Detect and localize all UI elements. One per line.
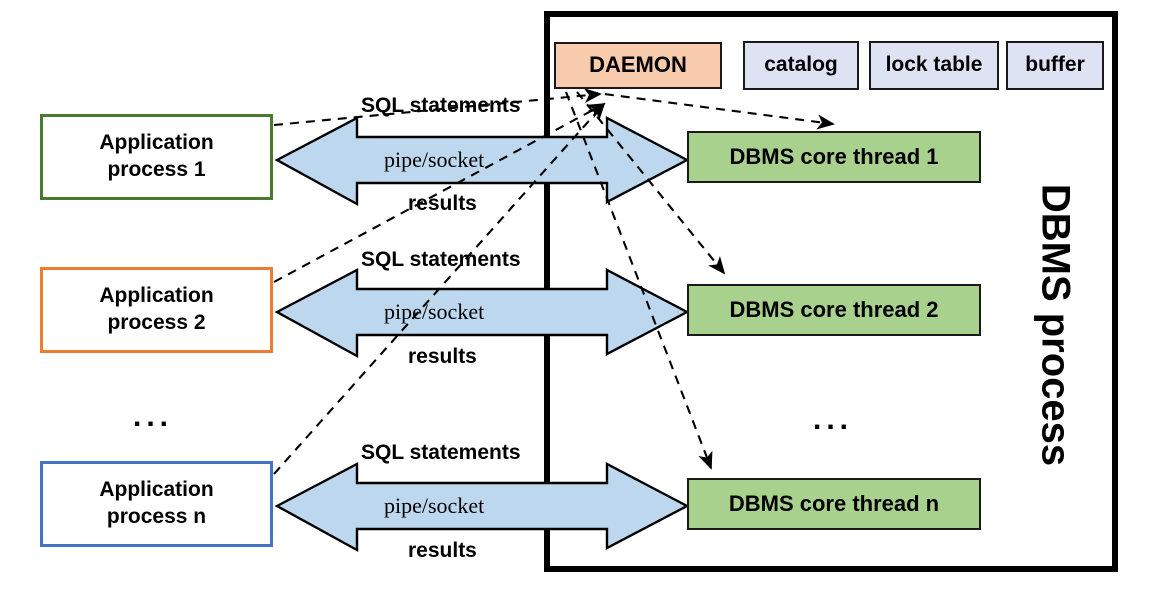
dashed-daemon-to-thread1 — [588, 90, 835, 130]
buffer-box[interactable]: buffer — [1006, 41, 1104, 90]
channel-1-sql-label: SQL statements — [361, 94, 521, 117]
channel-2-pipe-label: pipe/socket — [384, 299, 485, 324]
buffer-label: buffer — [1025, 53, 1085, 77]
core-thread-ellipsis: ... — [813, 403, 854, 436]
daemon-box[interactable]: DAEMON — [554, 42, 722, 89]
channel-n-pipe-label: pipe/socket — [384, 493, 485, 518]
dashed-appn-to-daemon — [273, 102, 606, 475]
dbms-core-thread-1-label: DBMS core thread 1 — [729, 143, 939, 169]
dbms-core-thread-n-label: DBMS core thread n — [728, 490, 940, 516]
catalog-box[interactable]: catalog — [743, 41, 859, 90]
channel-n-sql-label: SQL statements — [361, 441, 521, 464]
dbms-core-thread-2-label: DBMS core thread 2 — [729, 296, 939, 322]
channel-2-sql-label: SQL statements — [361, 248, 521, 271]
dbms-core-thread-n[interactable]: DBMS core thread n — [687, 478, 981, 530]
lock-table-box[interactable]: lock table — [869, 41, 999, 90]
dbms-process-title: DBMS process — [1033, 183, 1078, 467]
daemon-label: DAEMON — [589, 52, 687, 78]
channel-2-results-label: results — [408, 345, 477, 368]
application-process-ellipsis: ... — [133, 400, 174, 433]
dashed-app1-to-daemon — [273, 87, 602, 127]
dbms-core-thread-1[interactable]: DBMS core thread 1 — [687, 131, 981, 183]
dbms-core-thread-2[interactable]: DBMS core thread 2 — [687, 284, 981, 336]
dashed-app2-to-daemon — [273, 103, 606, 283]
catalog-label: catalog — [764, 53, 838, 77]
dashed-daemon-to-thread2 — [576, 91, 726, 275]
channel-n-results-label: results — [408, 539, 477, 562]
channel-1-pipe-label: pipe/socket — [384, 147, 485, 172]
lock-table-label: lock table — [885, 53, 983, 77]
dashed-daemon-to-threadn — [565, 91, 713, 470]
channel-1-results-label: results — [408, 192, 477, 215]
